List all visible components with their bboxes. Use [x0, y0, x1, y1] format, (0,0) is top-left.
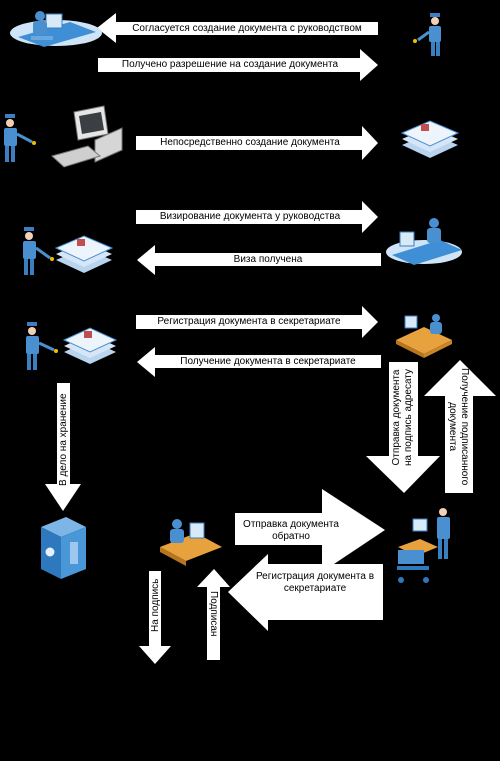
label-document-creation: Непосредственно создание документа: [160, 137, 340, 148]
label-approval-request: Согласуется создание документа с руковод…: [132, 23, 362, 34]
worker-at-desk-icon: [386, 218, 462, 265]
documents-stack-icon: [54, 235, 114, 273]
secretary-desk-icon: [396, 314, 452, 358]
label-receipt-signed-line2: документа: [447, 402, 458, 452]
label-registration-secretariat-2-line1: Регистрация документа в: [255, 571, 375, 582]
arrow-signed: [197, 569, 230, 660]
label-send-for-signature-line2: на подпись адресату: [403, 369, 414, 466]
officer-with-pen-icon: [4, 114, 36, 162]
computer-icon: [50, 105, 123, 168]
label-registration: Регистрация документа в секретариате: [157, 316, 341, 327]
label-send-back-line1: Отправка документа: [243, 519, 339, 530]
courier-with-cart-icon: [397, 508, 450, 583]
label-to-archive: В дело на хранение: [58, 393, 69, 486]
label-send-for-signature-line1: Отправка документа: [391, 369, 402, 466]
label-registration-secretariat-2-line2: секретариате: [283, 583, 347, 594]
arrow-permission-received: [98, 49, 378, 81]
label-visa-received: Виза получена: [233, 254, 303, 265]
documents-stack-icon: [62, 327, 118, 364]
arrow-registration-secretariat-2: [228, 554, 383, 631]
documents-stack-icon: [400, 120, 460, 158]
label-send-for-signature: Отправка документа на подпись адресату: [391, 369, 415, 466]
archive-building-icon: [41, 517, 86, 579]
label-send-back: Отправка документа обратно: [236, 519, 346, 543]
arrow-to-signature: [139, 571, 171, 664]
arrow-registration: [136, 306, 378, 338]
arrow-approval-request: [97, 13, 378, 43]
arrow-send-for-signature: [366, 362, 440, 493]
arrow-visa-request: [136, 201, 378, 233]
label-permission-received: Получено разрешение на создание документ…: [121, 59, 339, 70]
label-visa-request: Визирование документа у руководства: [159, 211, 341, 222]
office-worker-icon: [160, 519, 222, 566]
label-receipt-in-secretariat: Получение документа в секретариате: [180, 356, 356, 367]
arrow-visa-received: [137, 245, 381, 275]
label-registration-secretariat-2: Регистрация документа в секретариате: [240, 571, 390, 595]
arrow-receipt-signed: [424, 360, 496, 493]
arrow-send-back: [235, 489, 385, 572]
officer-with-pen-icon: [413, 13, 441, 56]
worker-at-desk-icon: [10, 11, 102, 47]
label-to-signature: На подпись: [150, 578, 161, 632]
label-send-back-line2: обратно: [272, 531, 310, 542]
label-signed: Подписан: [208, 591, 219, 637]
arrow-document-creation: [136, 126, 378, 160]
officer-with-pen-icon: [26, 322, 58, 370]
officer-with-pen-icon: [23, 227, 54, 275]
arrow-receipt-in-secretariat: [137, 347, 381, 377]
label-receipt-signed-line1: Получение подписанного: [459, 368, 470, 486]
label-receipt-signed: Получение подписанного документа: [446, 368, 470, 485]
arrow-to-archive: [45, 383, 81, 511]
